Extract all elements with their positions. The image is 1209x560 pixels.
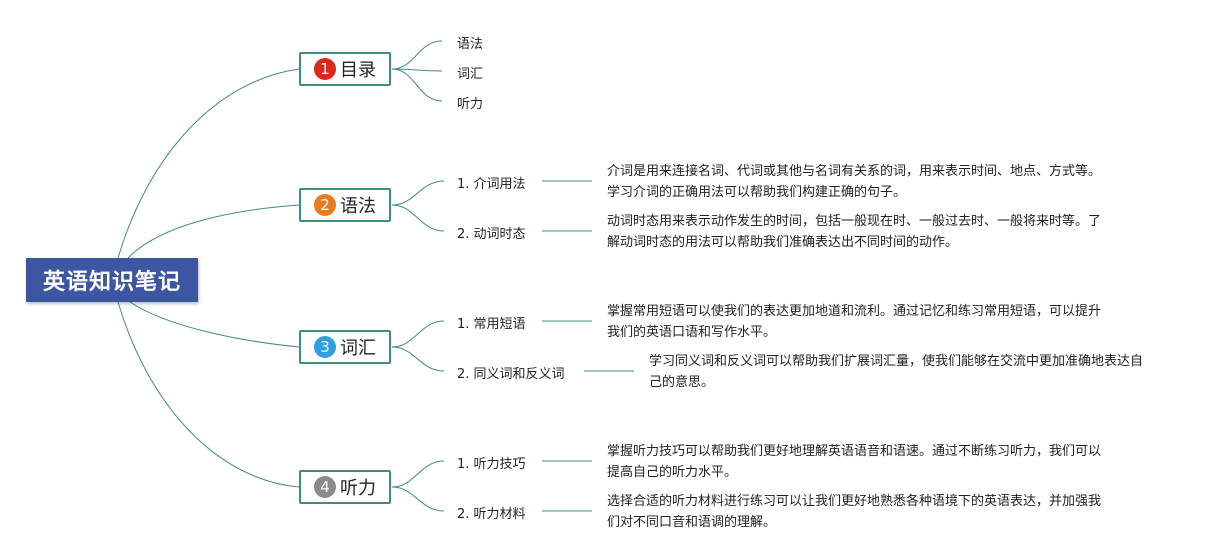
- branch-node-3[interactable]: 3 词汇: [299, 330, 391, 364]
- leaf-node[interactable]: 语法: [457, 37, 484, 52]
- branch-label: 词汇: [340, 338, 376, 359]
- branch-node-2[interactable]: 2 语法: [299, 188, 391, 222]
- branch-label: 目录: [340, 60, 376, 81]
- link-b4-c1: [391, 460, 445, 488]
- root-node[interactable]: 英语知识笔记: [26, 258, 198, 302]
- branch-node-1[interactable]: 1 目录: [299, 52, 391, 86]
- branch-label: 听力: [340, 478, 376, 499]
- leaf-node[interactable]: 2. 听力材料: [457, 507, 526, 522]
- link-b1-c1: [391, 40, 443, 70]
- number-badge-icon: 2: [314, 194, 336, 216]
- leaf-node[interactable]: 2. 动词时态: [457, 227, 526, 242]
- leaf-description: 掌握常用短语可以使我们的表达更加地道和流利。通过记忆和练习常用短语，可以提升我们…: [607, 304, 1102, 340]
- leaf-node[interactable]: 1. 听力技巧: [457, 457, 526, 472]
- link-root-branch-3: [129, 301, 300, 348]
- leaf-node[interactable]: 听力: [457, 97, 484, 112]
- number-badge-icon: 4: [314, 476, 336, 498]
- link-b4-c2: [391, 486, 445, 512]
- link-b1-c2: [391, 68, 443, 72]
- number-badge-icon: 1: [314, 58, 336, 80]
- number-badge-icon: 3: [314, 336, 336, 358]
- link-b2-c2: [391, 204, 445, 232]
- link-root-branch-1: [117, 68, 300, 259]
- link-b2-c1: [391, 180, 445, 206]
- leaf-description: 选择合适的听力材料进行练习可以让我们更好地熟悉各种语境下的英语表达，并加强我们对…: [607, 494, 1102, 530]
- leaf-node[interactable]: 词汇: [457, 67, 484, 82]
- link-b3-c1: [391, 320, 445, 348]
- leaf-description: 介词是用来连接名词、代词或其他与名词有关系的词，用来表示时间、地点、方式等。学习…: [607, 164, 1102, 200]
- leaf-description: 动词时态用来表示动作发生的时间，包括一般现在时、一般过去时、一般将来时等。了解动…: [607, 214, 1102, 250]
- leaf-node[interactable]: 1. 介词用法: [457, 177, 526, 192]
- leaf-node[interactable]: 2. 同义词和反义词: [457, 367, 565, 382]
- leaf-description: 学习同义词和反义词可以帮助我们扩展词汇量，使我们能够在交流中更加准确地表达自己的…: [649, 354, 1144, 390]
- branch-node-4[interactable]: 4 听力: [299, 470, 391, 504]
- leaf-node[interactable]: 1. 常用短语: [457, 317, 526, 332]
- branch-label: 语法: [340, 196, 376, 217]
- link-root-branch-2: [127, 204, 300, 259]
- link-b3-c2: [391, 346, 445, 372]
- link-root-branch-4: [117, 301, 300, 488]
- link-b1-c3: [391, 68, 443, 102]
- leaf-description: 掌握听力技巧可以帮助我们更好地理解英语语音和语速。通过不断练习听力，我们可以提高…: [607, 444, 1102, 480]
